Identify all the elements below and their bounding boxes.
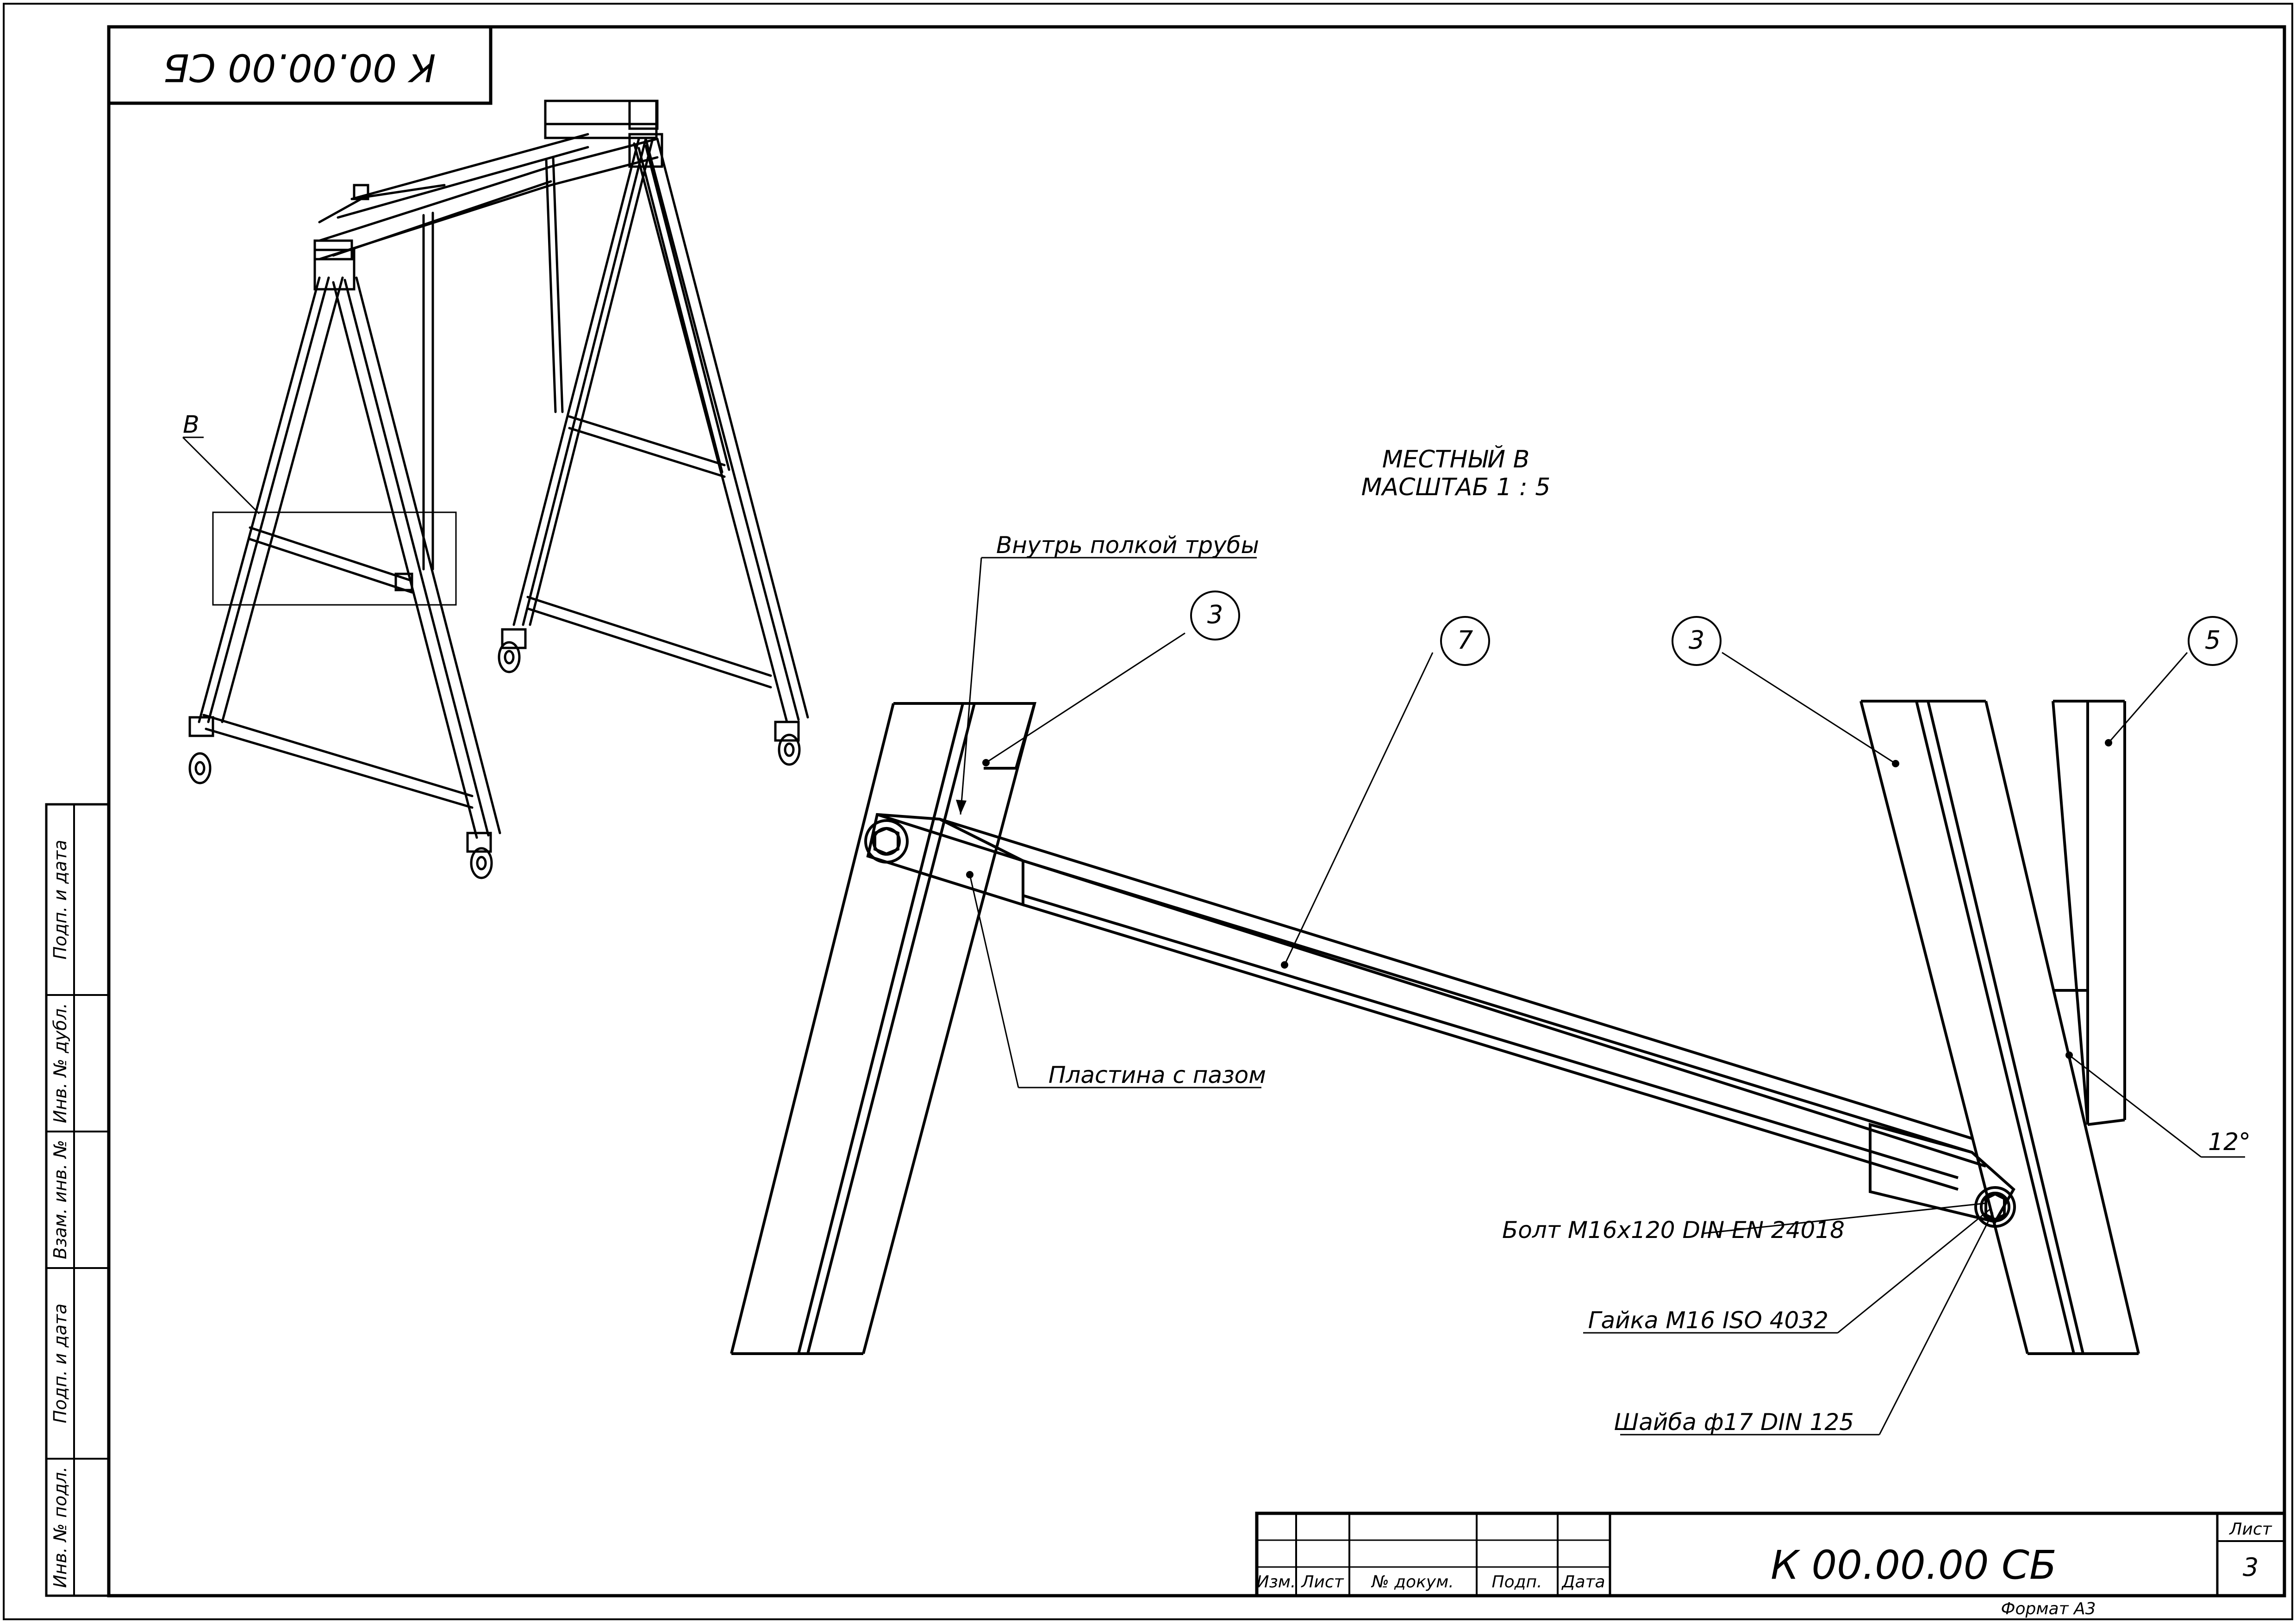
format-label: Формат А3 (2001, 1599, 2096, 1618)
svg-text:7: 7 (1457, 626, 1473, 655)
svg-text:3: 3 (1207, 600, 1223, 629)
stamp-cell-1: Подп. и дата (50, 840, 70, 960)
inner-frame (107, 25, 2286, 1598)
outer-border (3, 3, 2293, 1620)
detail-b-callout: В (182, 411, 457, 606)
note-nut: Гайка М16 ISO 4032 (1588, 1307, 1828, 1334)
note-slotted-plate: Пластина с пазом (1048, 1062, 1266, 1088)
note-inside-shelf: Внутрь полкой трубы (996, 532, 1259, 559)
balloon-3-left: 3 (1190, 591, 1240, 640)
designation: К 00.00.00 СБ (1771, 1542, 2057, 1588)
header-izm: Изм. (1257, 1573, 1296, 1592)
leader-dots (956, 739, 2112, 1059)
note-bolt: Болт М16х120 DIN EN 24018 (1502, 1217, 1845, 1244)
detail-view-b (730, 700, 2140, 1355)
sheet-number: 3 (2243, 1553, 2259, 1582)
view-scale: МАСШТАБ 1 : 5 (1361, 473, 1551, 501)
balloon-7: 7 (1440, 616, 1490, 666)
balloon-3-right: 3 (1672, 616, 1722, 666)
stamp-cell-4: Подп. и дата (50, 1304, 70, 1424)
stamp-cell-2: Инв. № дубл. (50, 1003, 70, 1123)
leaders (960, 557, 2245, 1436)
rotated-designation: К 00.00.00 СБ (163, 45, 436, 89)
detail-label-b: В (183, 411, 200, 439)
rotated-designation-box: К 00.00.00 СБ (107, 25, 493, 105)
header-signature: Подп. (1492, 1573, 1542, 1592)
angle-label: 12° (2208, 1128, 2251, 1156)
stamp-cell-3: Взам. инв. № (50, 1140, 70, 1259)
header-date: Дата (1561, 1573, 1605, 1592)
svg-text:3: 3 (1689, 626, 1704, 655)
note-washer: Шайба ф17 DIN 125 (1614, 1409, 1854, 1436)
header-list: Лист (1300, 1573, 1344, 1592)
stamp-cell-5: Инв. № подл. (50, 1467, 70, 1588)
sheet-label: Лист (2228, 1520, 2272, 1539)
gantry-crane-isometric (188, 99, 809, 879)
view-title: МЕСТНЫЙ В (1382, 445, 1530, 473)
side-stamp: Подп. и дата Инв. № дубл. Взам. инв. № П… (45, 803, 110, 1597)
title-block: Изм. Лист № докум. Подп. Дата К 00.00.00… (1255, 1511, 2286, 1618)
header-doc-number: № докум. (1371, 1573, 1454, 1592)
svg-text:5: 5 (2205, 626, 2221, 655)
balloon-5: 5 (2188, 616, 2238, 666)
